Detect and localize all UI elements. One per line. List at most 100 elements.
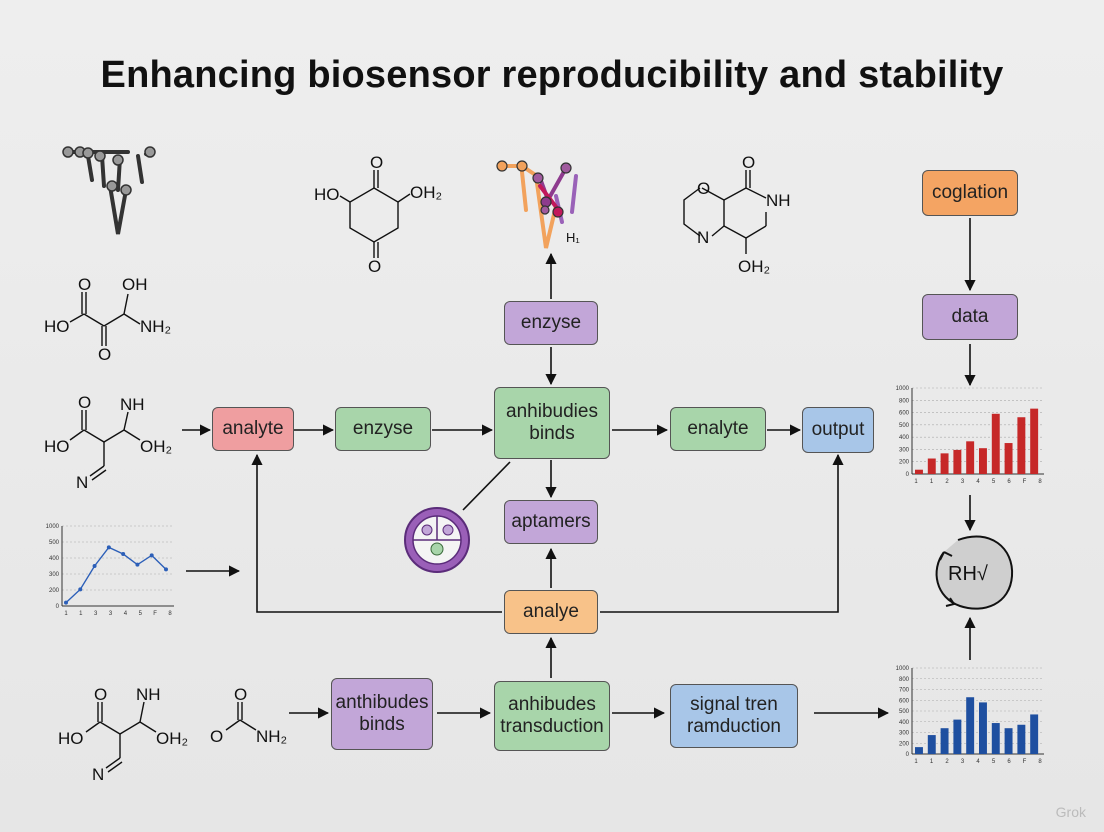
node-enzyse-top-label: enzyse: [520, 312, 582, 334]
node-antibodies-binds-line2: binds: [529, 423, 575, 444]
node-enzyse-mid-label: enzyse: [352, 418, 414, 440]
bar-chart-blue-xtick-label: 1: [930, 759, 934, 765]
bar-chart-blue-xtick-label: F: [1023, 759, 1027, 765]
m7-n: N: [92, 765, 104, 784]
node-signal-line1: signal tren: [690, 694, 778, 716]
node-bottom-binds-line2: binds: [359, 714, 405, 735]
bar-chart-red-ytick-label: 200: [899, 460, 910, 466]
arrow-analye-to-analyte: [251, 453, 502, 613]
bar-chart-red-bar: [1004, 443, 1013, 474]
bar-chart-red-bar: [927, 458, 936, 474]
molecule-3-icon: H₁: [496, 160, 580, 249]
molecule-8-icon: O O NH₂: [210, 685, 287, 746]
bar-chart-red-bar: [979, 448, 987, 474]
bar-chart-blue-bar: [991, 723, 1000, 754]
node-enzyse-top: enzyse: [504, 301, 598, 345]
node-analyte-label: analyte: [222, 418, 284, 440]
bar-chart-red-bar: [915, 469, 923, 474]
bar-chart-blue-xtick-label: 8: [1038, 759, 1042, 765]
m8-nh2: NH₂: [256, 727, 287, 746]
bar-chart-red-xtick-label: 6: [1007, 479, 1011, 485]
bar-chart-blue-bar: [966, 697, 975, 754]
bar-chart-blue-ytick-label: 800: [899, 677, 910, 683]
line-chart-xtick-label: 1: [79, 611, 83, 617]
node-data-label: data: [951, 306, 989, 328]
bar-chart-blue-bar: [915, 747, 923, 754]
diagram-title: Enhancing biosensor reproducibility and …: [100, 54, 1004, 96]
bar-chart-blue-ytick-label: 600: [899, 698, 910, 704]
bar-chart-red-xtick-label: 1: [930, 479, 934, 485]
line-chart-point: [78, 587, 83, 592]
bar-chart-blue-ytick-label: 200: [899, 741, 910, 747]
m8-o-top: O: [234, 685, 247, 704]
line-chart-xtick-label: 5: [139, 611, 143, 617]
molecule-2-icon: O HO OH₂ O: [314, 153, 442, 276]
m6-o: O: [78, 393, 91, 412]
m7-o: O: [94, 685, 107, 704]
bar-chart-blue-ytick-label: 700: [899, 688, 910, 694]
m7-oh2: OH₂: [156, 729, 188, 748]
m6-ho: HO: [44, 437, 70, 456]
bar-chart-blue-bar: [1030, 714, 1039, 754]
line-chart-xtick-label: 1: [64, 611, 68, 617]
bar-chart-red-xtick-label: 3: [961, 479, 965, 485]
bar-chart-blue-bar: [979, 702, 987, 754]
line-chart-xtick-label: 3: [109, 611, 113, 617]
bar-chart-blue-xtick-label: 3: [961, 759, 965, 765]
m2-oh2: OH₂: [410, 183, 442, 202]
bar-chart-blue-bar: [940, 728, 949, 754]
bar-chart-red-ytick-label: 400: [899, 435, 910, 441]
bar-chart-red-bar: [940, 453, 949, 474]
node-enalyte: enalyte: [670, 407, 766, 451]
m6-oh2: OH₂: [140, 437, 172, 456]
bar-chart-blue-bar: [927, 735, 936, 754]
node-analye-label: analye: [523, 601, 579, 623]
bar-chart-red-xtick-label: 5: [992, 479, 996, 485]
bar-chart-blue-bar: [1017, 724, 1026, 754]
node-signal-line2: ramduction: [687, 716, 781, 737]
line-chart-series: [65, 546, 167, 604]
node-antibodies-binds-line1: anhibudies: [506, 401, 598, 423]
line-chart-xtick-label: 4: [124, 611, 128, 617]
m5-nh2: NH₂: [140, 317, 171, 336]
node-transduction-line1: anhibudes: [508, 694, 596, 716]
bar-chart-blue-xtick-label: 1: [914, 759, 918, 765]
bar-chart-red-bar: [953, 449, 962, 474]
line-chart-ytick-label: 0: [56, 604, 60, 610]
node-analyte: analyte: [212, 407, 294, 451]
bar-chart-red-bar: [1030, 408, 1039, 474]
bar-chart-red-ytick-label: 300: [899, 447, 910, 453]
line-chart-ytick-label: 500: [49, 540, 60, 546]
molecule-5-icon: O OH HO NH₂ O: [44, 275, 171, 364]
node-analye: analye: [504, 590, 598, 634]
bar-chart-blue-xtick-label: 5: [992, 759, 996, 765]
rh-cycle-icon: RH√: [935, 535, 1014, 610]
node-aptamers: aptamers: [504, 500, 598, 544]
m4-oh2: OH₂: [738, 257, 770, 276]
m5-ho: HO: [44, 317, 70, 336]
bar-chart-red-ytick-label: 800: [899, 398, 910, 404]
node-enalyte-label: enalyte: [687, 418, 749, 440]
line-chart-ytick-label: 300: [49, 572, 60, 578]
molecule-7-icon: O NH HO OH₂ N: [58, 685, 188, 784]
bar-chart-red-bar: [966, 441, 975, 474]
bar-chart-red-ytick-label: 0: [906, 472, 910, 478]
bar-chart-blue-xtick-label: 6: [1007, 759, 1011, 765]
bar-chart-blue-bar: [953, 719, 962, 754]
m2-ho: HO: [314, 185, 340, 204]
bar-chart-blue-xtick-label: 4: [976, 759, 980, 765]
bar-chart-red-ytick-label: 600: [899, 411, 910, 417]
rh-label: RH√: [948, 563, 988, 585]
node-enzyse-mid: enzyse: [335, 407, 431, 451]
line-chart-xtick-label: F: [153, 611, 157, 617]
line-chart-xtick-label: 3: [94, 611, 98, 617]
bar-chart-red-ytick-label: 1000: [896, 386, 910, 392]
line-chart-ytick-label: 200: [49, 588, 60, 594]
